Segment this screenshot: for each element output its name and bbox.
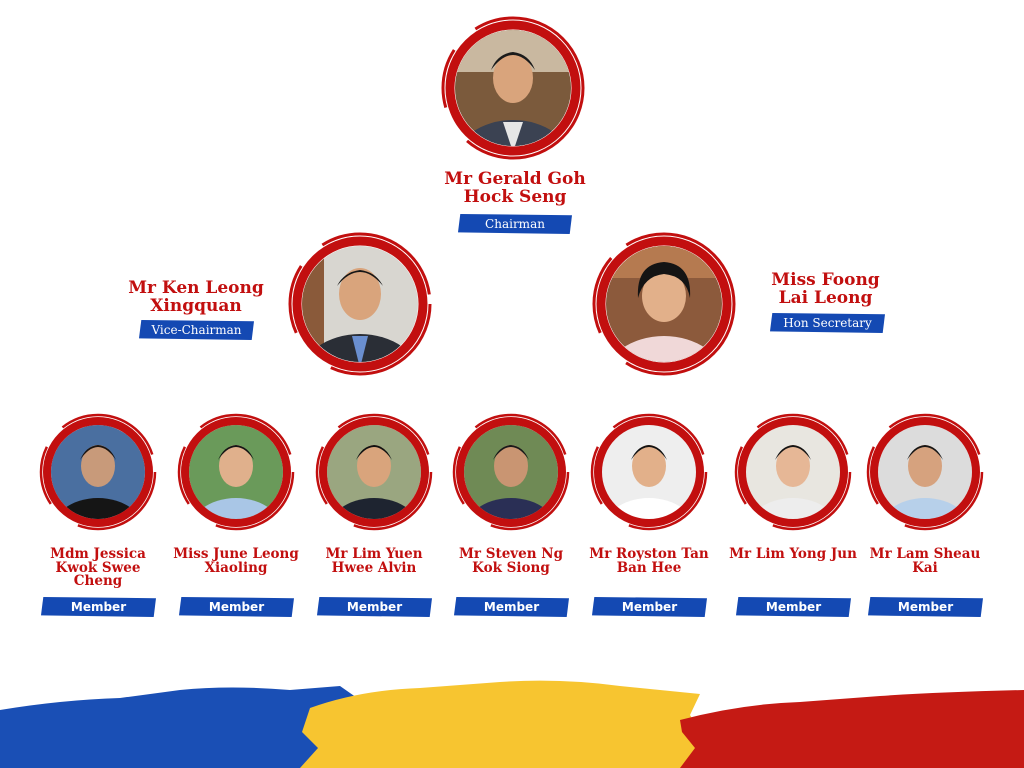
member-name: Mr Lim Yuen Hwee Alvin <box>325 546 423 576</box>
member-name: Mr Lim Yong Jun <box>729 546 857 562</box>
hon-secretary-role-badge: Hon Secretary <box>770 313 885 333</box>
red-paint-stroke <box>680 690 1024 768</box>
member-portrait <box>36 410 160 534</box>
chairman-name: Mr Gerald Goh Hock Seng <box>444 169 586 207</box>
vice-chairman-name: Mr Ken Leong Xingquan <box>128 278 264 316</box>
member-role-badge: Member <box>868 597 983 617</box>
chairman-role-badge: Chairman <box>458 214 572 234</box>
member-role-badge: Member <box>592 597 707 617</box>
member-name: Mr Lam Sheau Kai <box>869 546 981 576</box>
member-name: Mdm Jessica Kwok Swee Cheng <box>50 546 146 589</box>
member-role-badge: Member <box>736 597 851 617</box>
member-role-badge: Member <box>317 597 432 617</box>
member-name: Mr Royston Tan Ban Hee <box>589 546 709 576</box>
blue-paint-stroke <box>0 686 360 768</box>
member-portrait <box>312 410 436 534</box>
yellow-paint-stroke <box>300 680 705 768</box>
member-portrait <box>587 410 711 534</box>
hon-secretary-name: Miss Foong Lai Leong <box>771 270 880 308</box>
paint-strokes-decoration <box>0 680 1024 768</box>
vice-chairman-portrait <box>284 228 436 380</box>
member-role-badge: Member <box>454 597 569 617</box>
member-portrait <box>863 410 987 534</box>
member-name: Miss June Leong Xiaoling <box>173 546 299 576</box>
member-portrait <box>449 410 573 534</box>
chairman-portrait <box>437 12 589 164</box>
hon-secretary-portrait <box>588 228 740 380</box>
vice-chairman-role-badge: Vice-Chairman <box>139 320 254 340</box>
member-portrait <box>174 410 298 534</box>
member-role-badge: Member <box>179 597 294 617</box>
member-role-badge: Member <box>41 597 156 617</box>
member-name: Mr Steven Ng Kok Siong <box>458 546 564 576</box>
member-portrait <box>731 410 855 534</box>
